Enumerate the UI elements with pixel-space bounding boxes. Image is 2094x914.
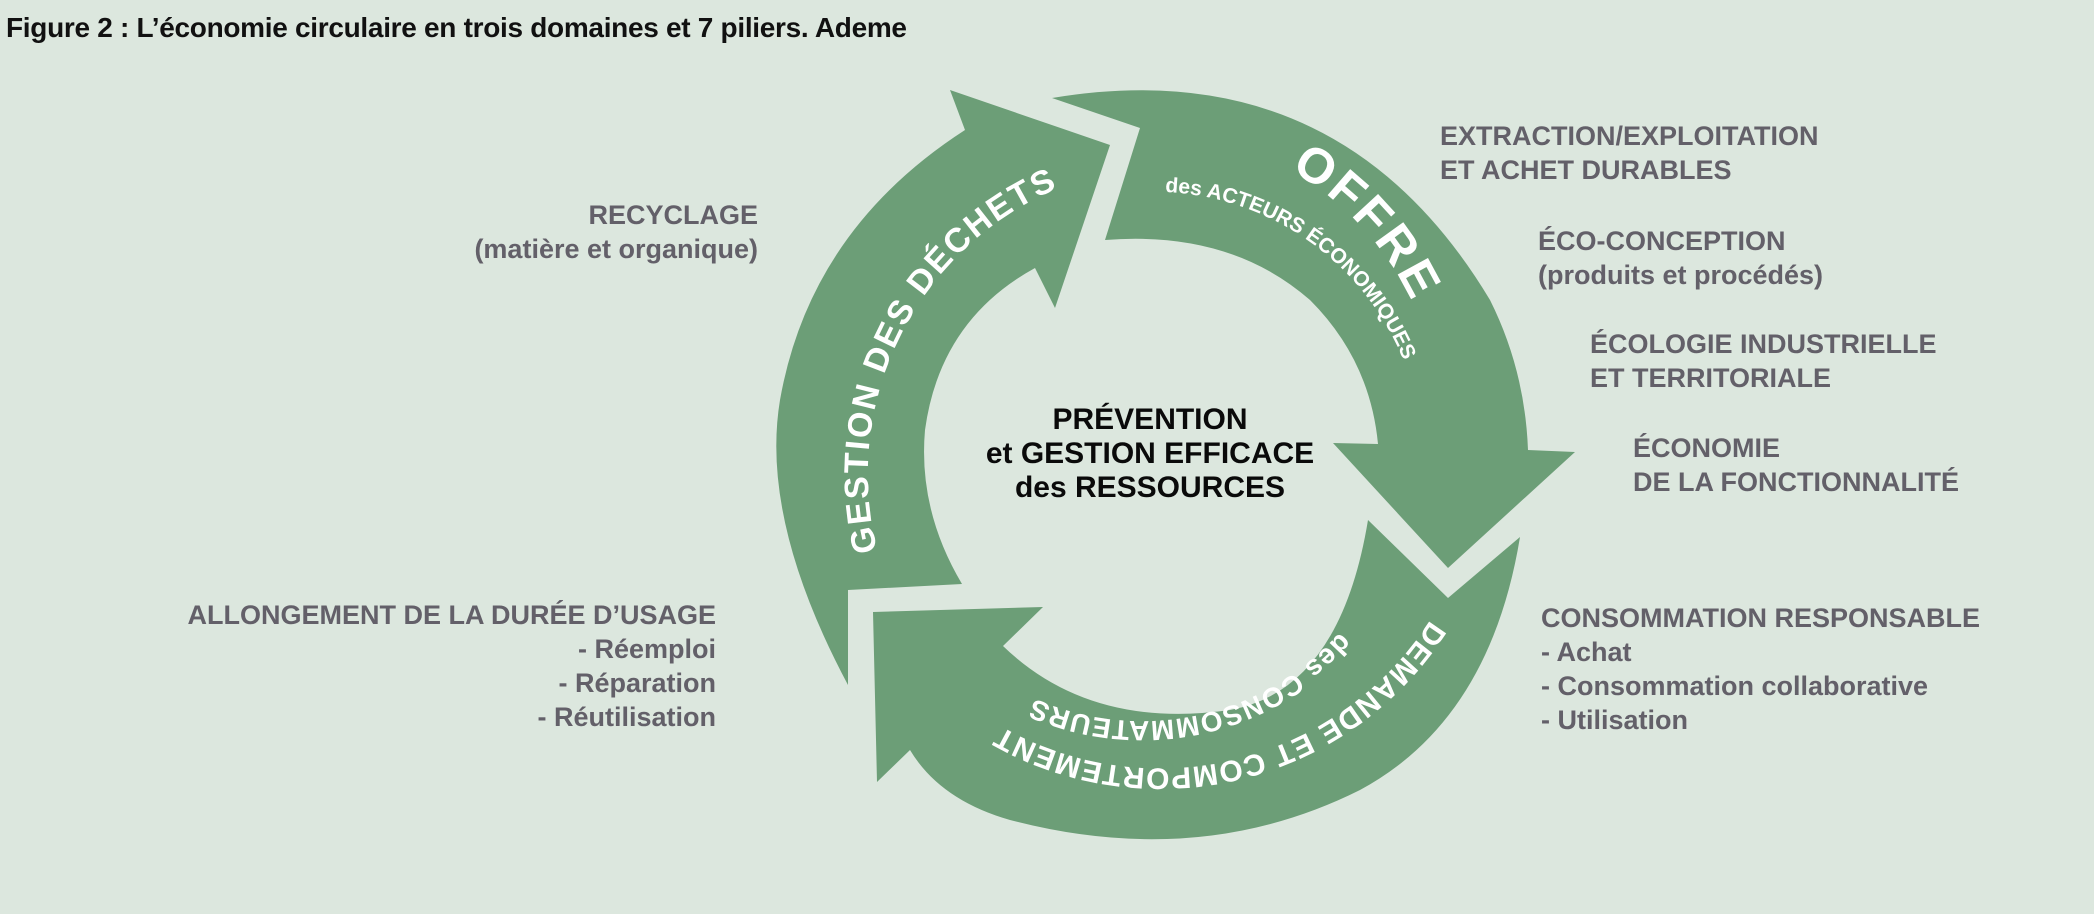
pillar-consommation: CONSOMMATION RESPONSABLE - Achat - Conso… (1541, 601, 1980, 737)
pillar-economie-line-2: DE LA FONCTIONNALITÉ (1633, 467, 1959, 497)
pillar-allongement-line-2: - Réemploi (577, 634, 716, 664)
pillar-eco-conception-line-1: ÉCO-CONCEPTION (1538, 226, 1786, 256)
pillar-economie-line-1: ÉCONOMIE (1633, 433, 1781, 463)
pillar-eco-conception-line-2: (produits et procédés) (1538, 260, 1824, 290)
pillar-consommation-line-2: - Achat (1541, 637, 1632, 667)
pillar-extraction-line-1: EXTRACTION/EXPLOITATION (1440, 121, 1819, 151)
pillar-consommation-line-4: - Utilisation (1541, 705, 1688, 735)
pillar-allongement: ALLONGEMENT DE LA DURÉE D’USAGE - Réempl… (187, 598, 716, 734)
center-text: PRÉVENTION et GESTION EFFICACE des RESSO… (940, 403, 1360, 505)
center-line-3: des RESSOURCES (1014, 471, 1286, 504)
pillar-ecologie-line-1: ÉCOLOGIE INDUSTRIELLE (1590, 329, 1937, 359)
demande-arrow (873, 520, 1520, 840)
pillar-ecologie-line-2: ET TERRITORIALE (1590, 363, 1832, 393)
dechets-arrow (776, 90, 1110, 685)
pillar-economie: ÉCONOMIE DE LA FONCTIONNALITÉ (1633, 431, 1959, 499)
pillar-allongement-line-1: ALLONGEMENT DE LA DURÉE D’USAGE (187, 600, 716, 630)
offre-arrow (1052, 90, 1575, 568)
pillar-consommation-line-3: - Consommation collaborative (1541, 671, 1929, 701)
pillar-eco-conception: ÉCO-CONCEPTION (produits et procédés) (1538, 224, 1823, 292)
pillar-consommation-line-1: CONSOMMATION RESPONSABLE (1541, 603, 1981, 633)
pillar-recyclage-line-2: (matière et organique) (474, 234, 758, 264)
pillar-recyclage: RECYCLAGE (matière et organique) (474, 198, 758, 266)
pillar-recyclage-line-1: RECYCLAGE (588, 200, 758, 230)
center-line-1: PRÉVENTION (1052, 403, 1248, 436)
pillar-extraction-line-2: ET ACHET DURABLES (1440, 155, 1732, 185)
pillar-extraction: EXTRACTION/EXPLOITATION ET ACHET DURABLE… (1440, 119, 1819, 187)
pillar-allongement-line-4: - Réutilisation (537, 702, 716, 732)
pillar-allongement-line-3: - Réparation (558, 668, 716, 698)
figure-title: Figure 2 : L’économie circulaire en troi… (6, 12, 907, 43)
pillar-ecologie: ÉCOLOGIE INDUSTRIELLE ET TERRITORIALE (1590, 327, 1937, 395)
center-line-2: et GESTION EFFICACE (985, 437, 1315, 470)
